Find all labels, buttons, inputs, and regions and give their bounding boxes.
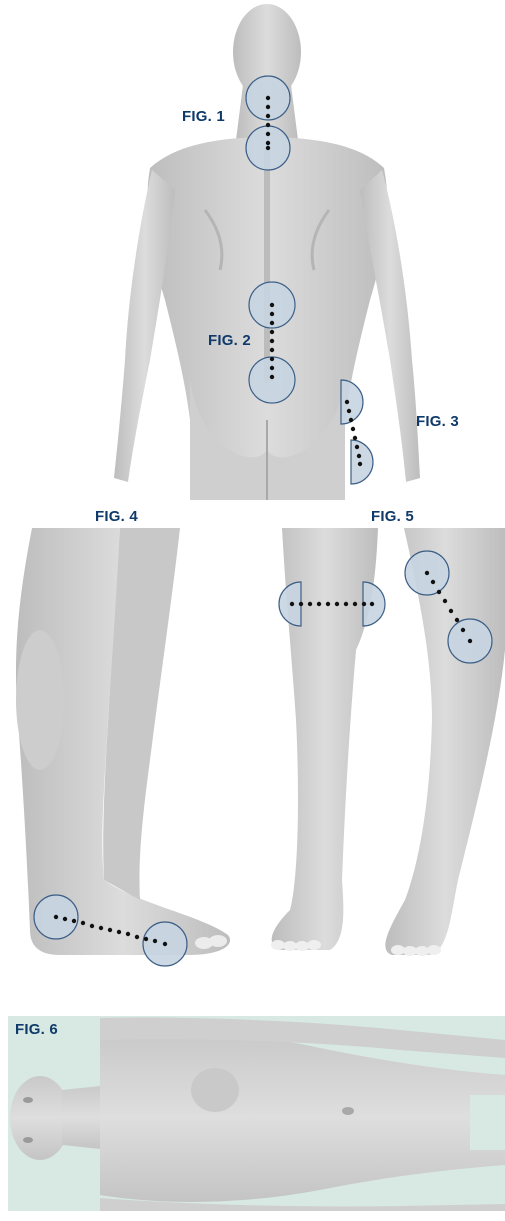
fig3-label: FIG. 3 (416, 413, 459, 430)
fig4-label: FIG. 4 (95, 508, 138, 525)
fig4-leg (16, 528, 230, 955)
fig1-label: FIG. 1 (182, 108, 225, 125)
fig2-label: FIG. 2 (208, 332, 251, 349)
fig3-markers (341, 380, 373, 484)
fig6-panel (8, 1016, 505, 1211)
fig6-label: FIG. 6 (15, 1021, 58, 1038)
fig5-legs (271, 528, 505, 956)
fig5-label: FIG. 5 (371, 508, 414, 525)
